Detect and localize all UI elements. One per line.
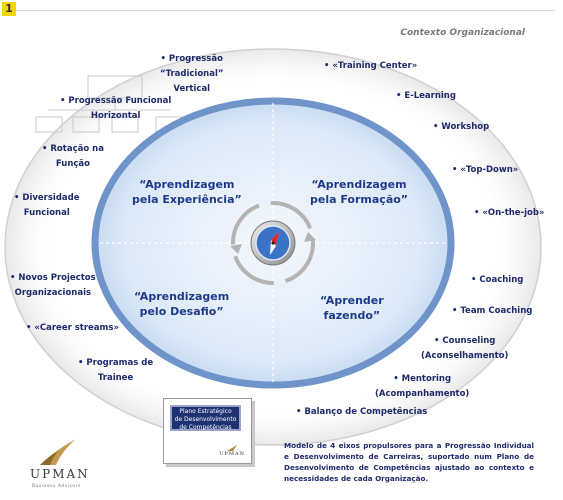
upman-mini-mark-icon	[227, 445, 237, 451]
left-item-vertical-progression: • Progressão“Tradicional”Vertical	[160, 54, 224, 94]
upman-logo-mark	[40, 439, 76, 465]
left-item-career-streams: • «Career streams»	[26, 323, 119, 333]
right-item-on-the-job: • «On-the-job»	[474, 208, 545, 218]
model-caption: Modelo de 4 eixos propulsores para a Pro…	[284, 441, 534, 483]
right-item-mentoring: • Mentoring(Acompanhamento)	[375, 374, 470, 399]
right-item-training-center: • «Training Center»	[324, 61, 418, 71]
slide-number-badge: 1	[2, 2, 16, 16]
upman-logo-subtitle: Business Advisors	[32, 484, 81, 489]
compass-icon	[230, 201, 316, 285]
right-item-workshop: • Workshop	[433, 122, 490, 132]
right-item-coaching: • Coaching	[471, 275, 524, 285]
right-item-team-coaching: • Team Coaching	[452, 306, 533, 316]
right-item-top-down: • «Top-Down»	[452, 165, 519, 175]
right-item-e-learning: • E-Learning	[396, 91, 456, 101]
right-item-counseling: • Counseling(Aconselhamento)	[421, 336, 509, 361]
right-item-skills-assessment: • Balanço de Competências	[296, 407, 428, 417]
top-divider	[16, 10, 555, 11]
plan-logo: UPMAN	[219, 451, 245, 457]
context-title: Contexto Organizacional	[400, 28, 525, 38]
upman-logo-word: UPMAN	[30, 467, 90, 481]
